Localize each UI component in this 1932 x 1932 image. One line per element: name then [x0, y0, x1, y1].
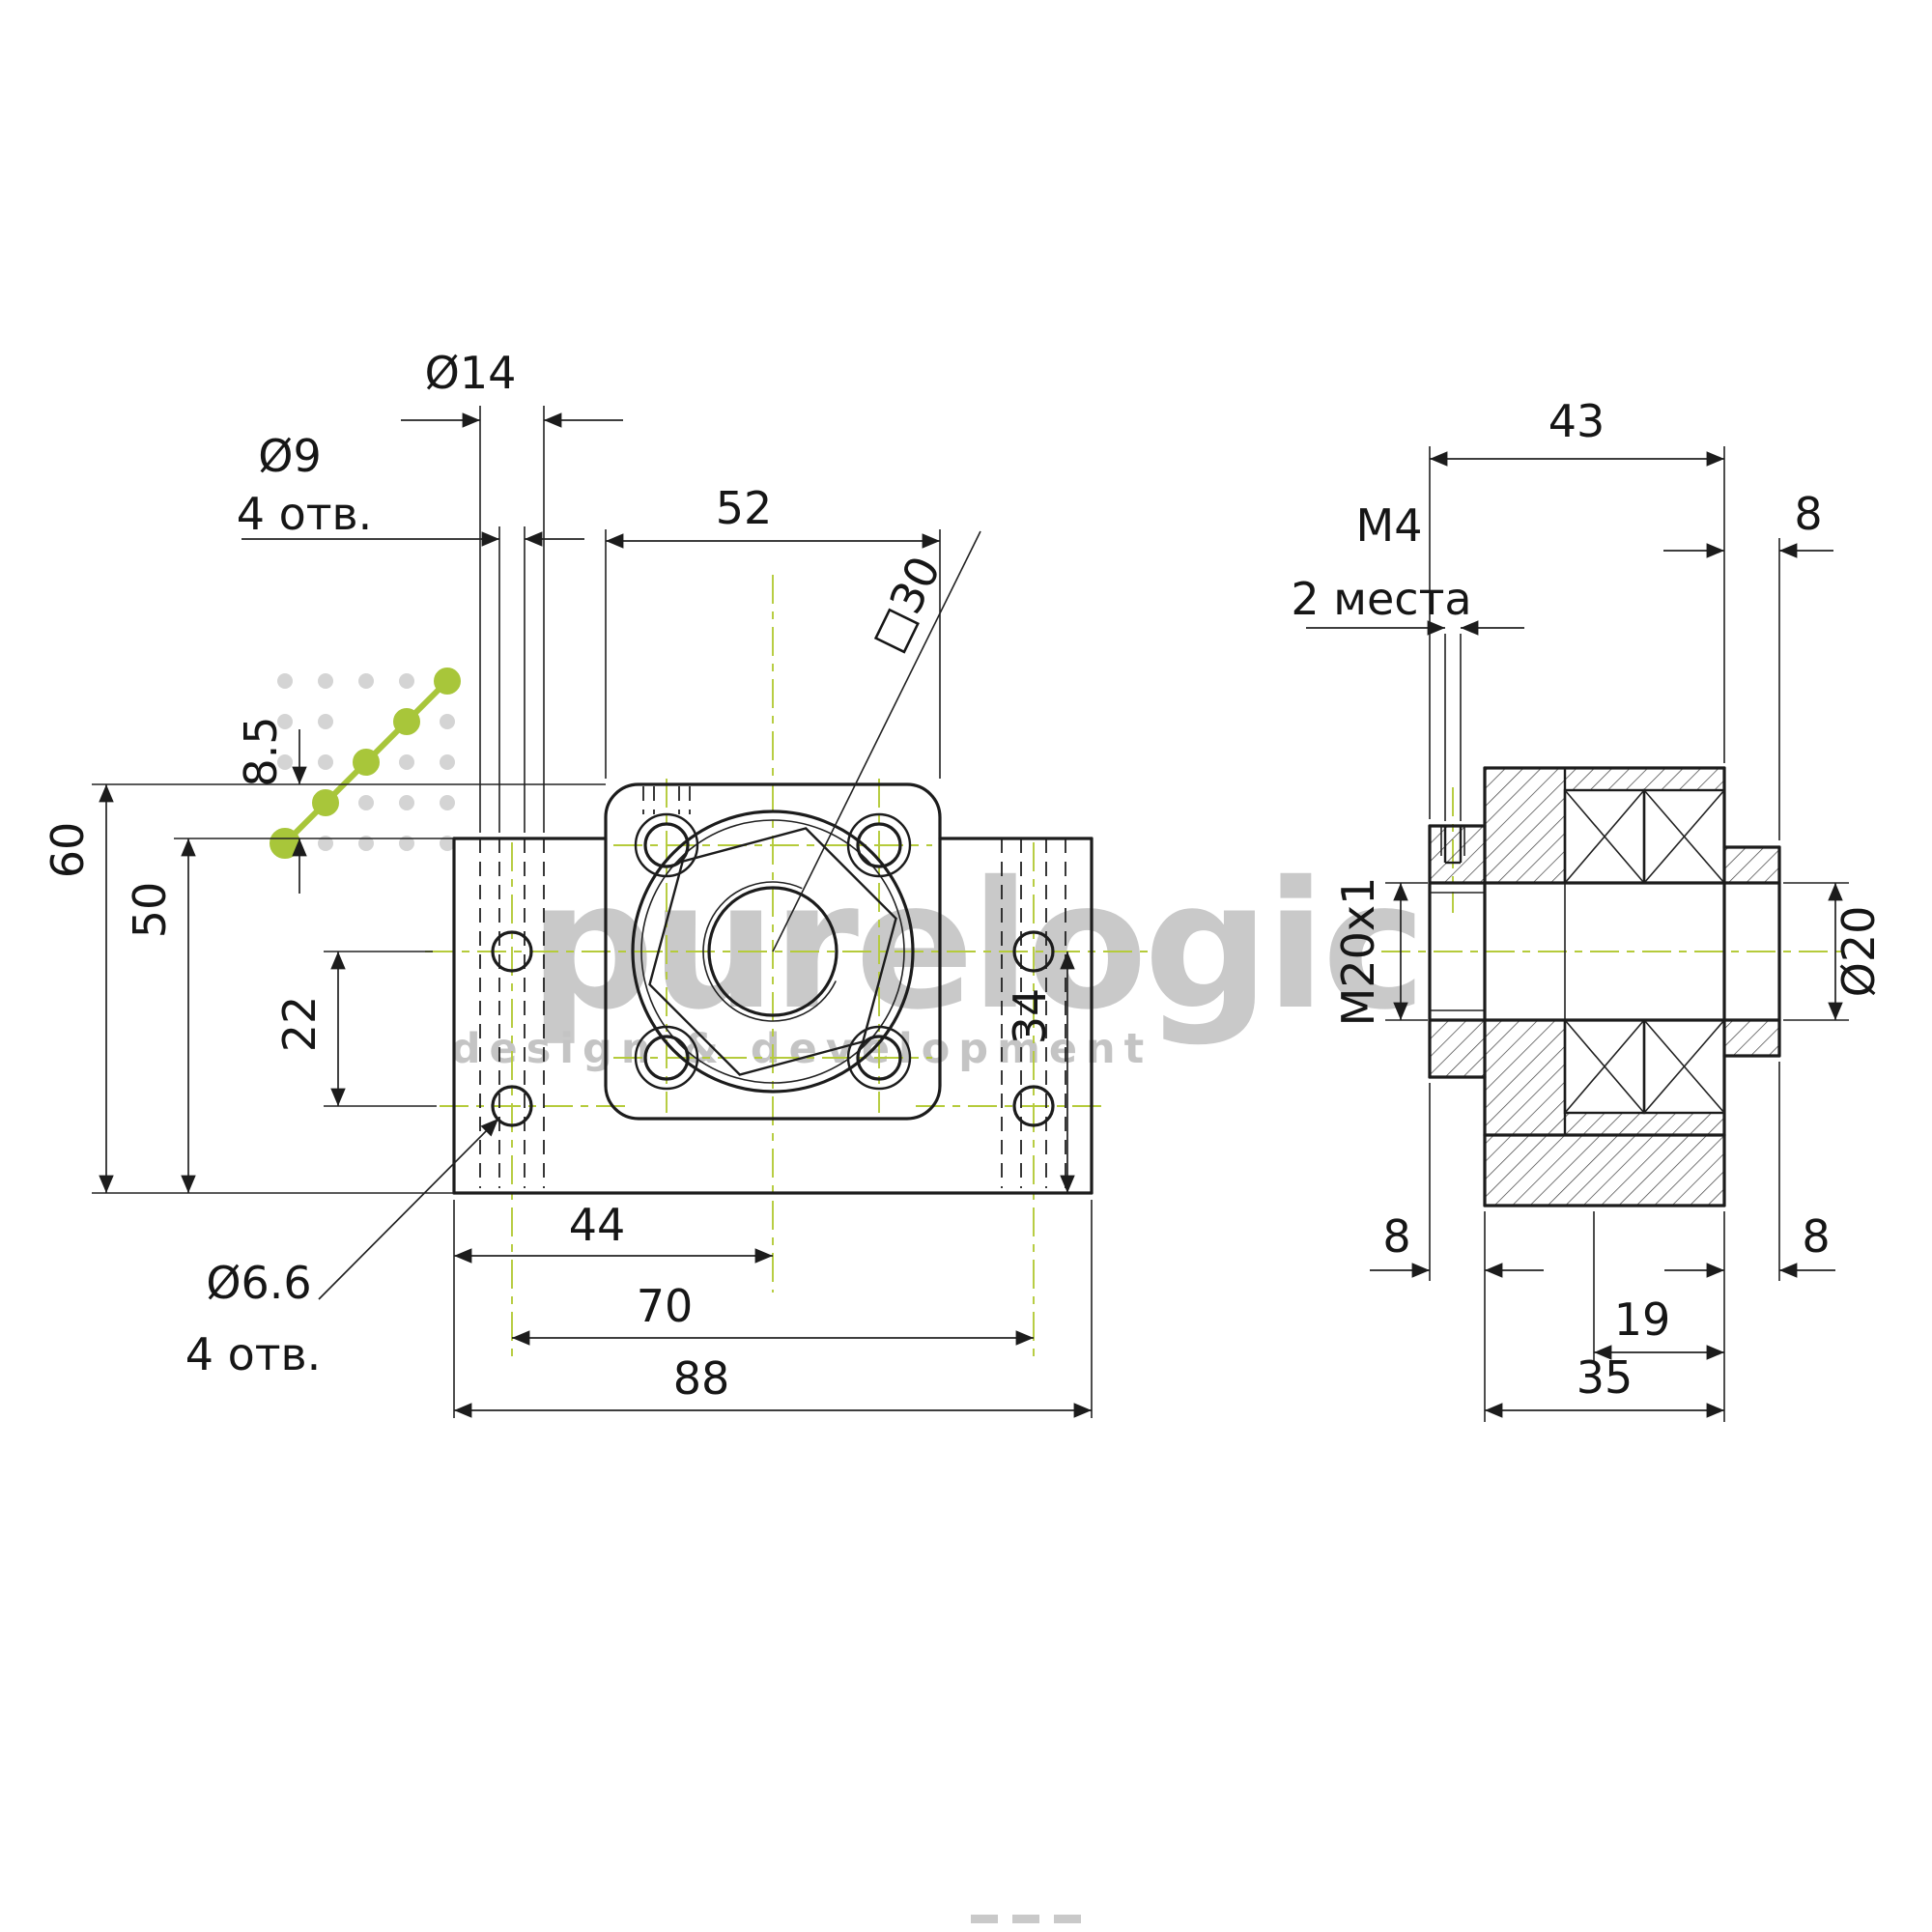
front-view-hidden-lines [479, 786, 1066, 1188]
dim-label-43: 43 [1548, 395, 1605, 447]
side-view-bearings [1563, 788, 1726, 1115]
dim-label-d9-qty: 4 отв. [237, 488, 373, 540]
dim-label-m4: M4 [1356, 499, 1423, 552]
dim-label-d6_6: Ø6.6 [206, 1257, 311, 1309]
dim-label-52: 52 [716, 482, 773, 534]
purelogic-logo-dots [270, 668, 461, 859]
side-view-dimension-lines [1306, 451, 1843, 1418]
dim-label-50: 50 [124, 882, 176, 939]
dim-label-44: 44 [569, 1199, 626, 1251]
side-view-locknut [1428, 824, 1487, 1079]
dim-label-d6_6-qty: 4 отв. [185, 1328, 322, 1380]
m4-setscrew-hole [1440, 826, 1465, 865]
front-view-dimension-lines [99, 412, 1092, 1418]
side-view: 43 8 M4 2 места M20x1 Ø20 8 19 8 35 [1291, 395, 1885, 1422]
front-view-bore [631, 810, 915, 1094]
dim-label-8-top: 8 [1794, 488, 1822, 540]
front-view-outline [452, 782, 1094, 1195]
watermark-tagline: design & development [451, 1025, 1152, 1073]
dim-label-d9: Ø9 [258, 430, 321, 482]
dim-label-8-left: 8 [1382, 1210, 1410, 1263]
dim-label-70: 70 [637, 1280, 694, 1332]
watermark-brand: purelogic [528, 843, 1422, 1048]
dim-label-34: 34 [1004, 988, 1056, 1045]
front-view-base-holes [491, 930, 1055, 1127]
dim-label-m4-qty: 2 места [1291, 573, 1471, 625]
side-view-base [1483, 1133, 1726, 1208]
side-view-dimension-labels: 43 8 M4 2 места M20x1 Ø20 8 19 8 35 [1291, 395, 1885, 1404]
side-view-pilot [1722, 845, 1781, 1058]
dim-label-19: 19 [1614, 1293, 1671, 1346]
dim-label-88: 88 [673, 1352, 730, 1405]
bottom-edge-mark [971, 1915, 1081, 1923]
dim-label-60: 60 [42, 822, 94, 879]
side-view-bore [1428, 881, 1781, 1022]
dim-label-m20x1: M20x1 [1332, 877, 1384, 1027]
dim-label-35: 35 [1577, 1351, 1634, 1404]
front-view-flange-holes [634, 812, 912, 1091]
purelogic-watermark: purelogic design & development [270, 668, 1427, 1073]
dim-label-d14: Ø14 [425, 347, 517, 399]
dim-label-d20: Ø20 [1833, 906, 1885, 998]
dim-label-sq30: □30 [861, 548, 951, 659]
side-view-hatching [1430, 768, 1779, 1206]
dim-label-8_5: 8.5 [235, 716, 287, 786]
dim-label-22: 22 [273, 996, 326, 1053]
front-view-centerlines [425, 575, 1148, 1360]
front-view-extension-lines [92, 406, 1093, 1418]
dim-label-8-right: 8 [1802, 1210, 1830, 1263]
